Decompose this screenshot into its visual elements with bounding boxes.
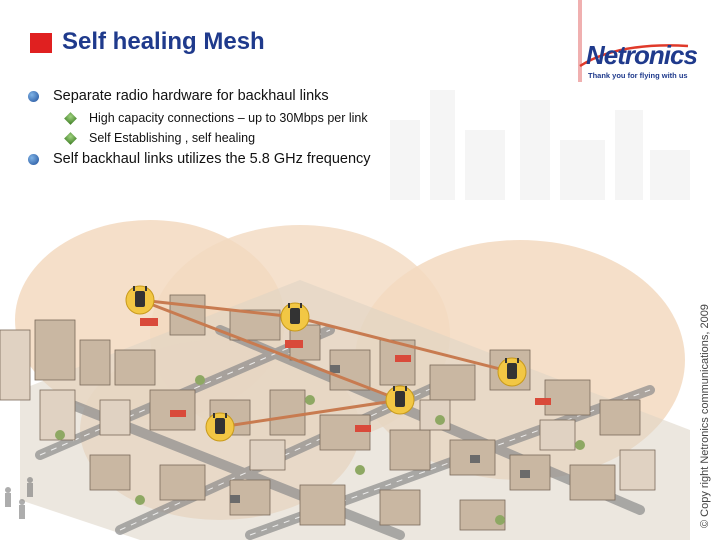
mesh-node-icon — [125, 285, 155, 315]
mesh-node-icon — [497, 357, 527, 387]
background-city-watermark — [390, 90, 690, 200]
mesh-network-illustration — [0, 220, 690, 540]
sub-bullet-item: Self Establishing , self healing — [64, 131, 256, 145]
mesh-node-icon — [280, 302, 310, 332]
red-square-icon — [30, 33, 52, 53]
trees — [55, 375, 585, 525]
bullet-item: Separate radio hardware for backhaul lin… — [28, 88, 329, 104]
mesh-nodes — [125, 285, 527, 442]
blue-sphere-bullet-icon — [28, 153, 39, 165]
green-diamond-bullet-icon — [64, 131, 77, 145]
sub-bullet-item: High capacity connections – up to 30Mbps… — [64, 111, 368, 125]
logo-tagline: Thank you for flying with us — [588, 71, 688, 80]
copyright-notice: © Copy right Netronics communications, 2… — [699, 304, 711, 528]
bullet-item: Self backhaul links utilizes the 5.8 GHz… — [28, 151, 371, 167]
logo-wordmark: Netronics — [586, 40, 698, 70]
logo-divider-line — [578, 0, 582, 82]
people — [5, 477, 33, 519]
blue-sphere-bullet-icon — [28, 90, 39, 102]
bullet-text: Self backhaul links utilizes the 5.8 GHz… — [53, 151, 371, 167]
green-diamond-bullet-icon — [64, 111, 77, 125]
backhaul-links — [139, 298, 513, 429]
bullet-text: Separate radio hardware for backhaul lin… — [53, 88, 329, 104]
netronics-logo — [579, 44, 689, 68]
mesh-node-icon — [385, 385, 415, 415]
slide-title: Self healing Mesh — [62, 28, 265, 55]
sub-bullet-text: High capacity connections – up to 30Mbps… — [89, 111, 368, 125]
sub-bullet-text: Self Establishing , self healing — [89, 131, 256, 145]
mesh-node-icon — [205, 412, 235, 442]
buildings — [0, 294, 656, 531]
